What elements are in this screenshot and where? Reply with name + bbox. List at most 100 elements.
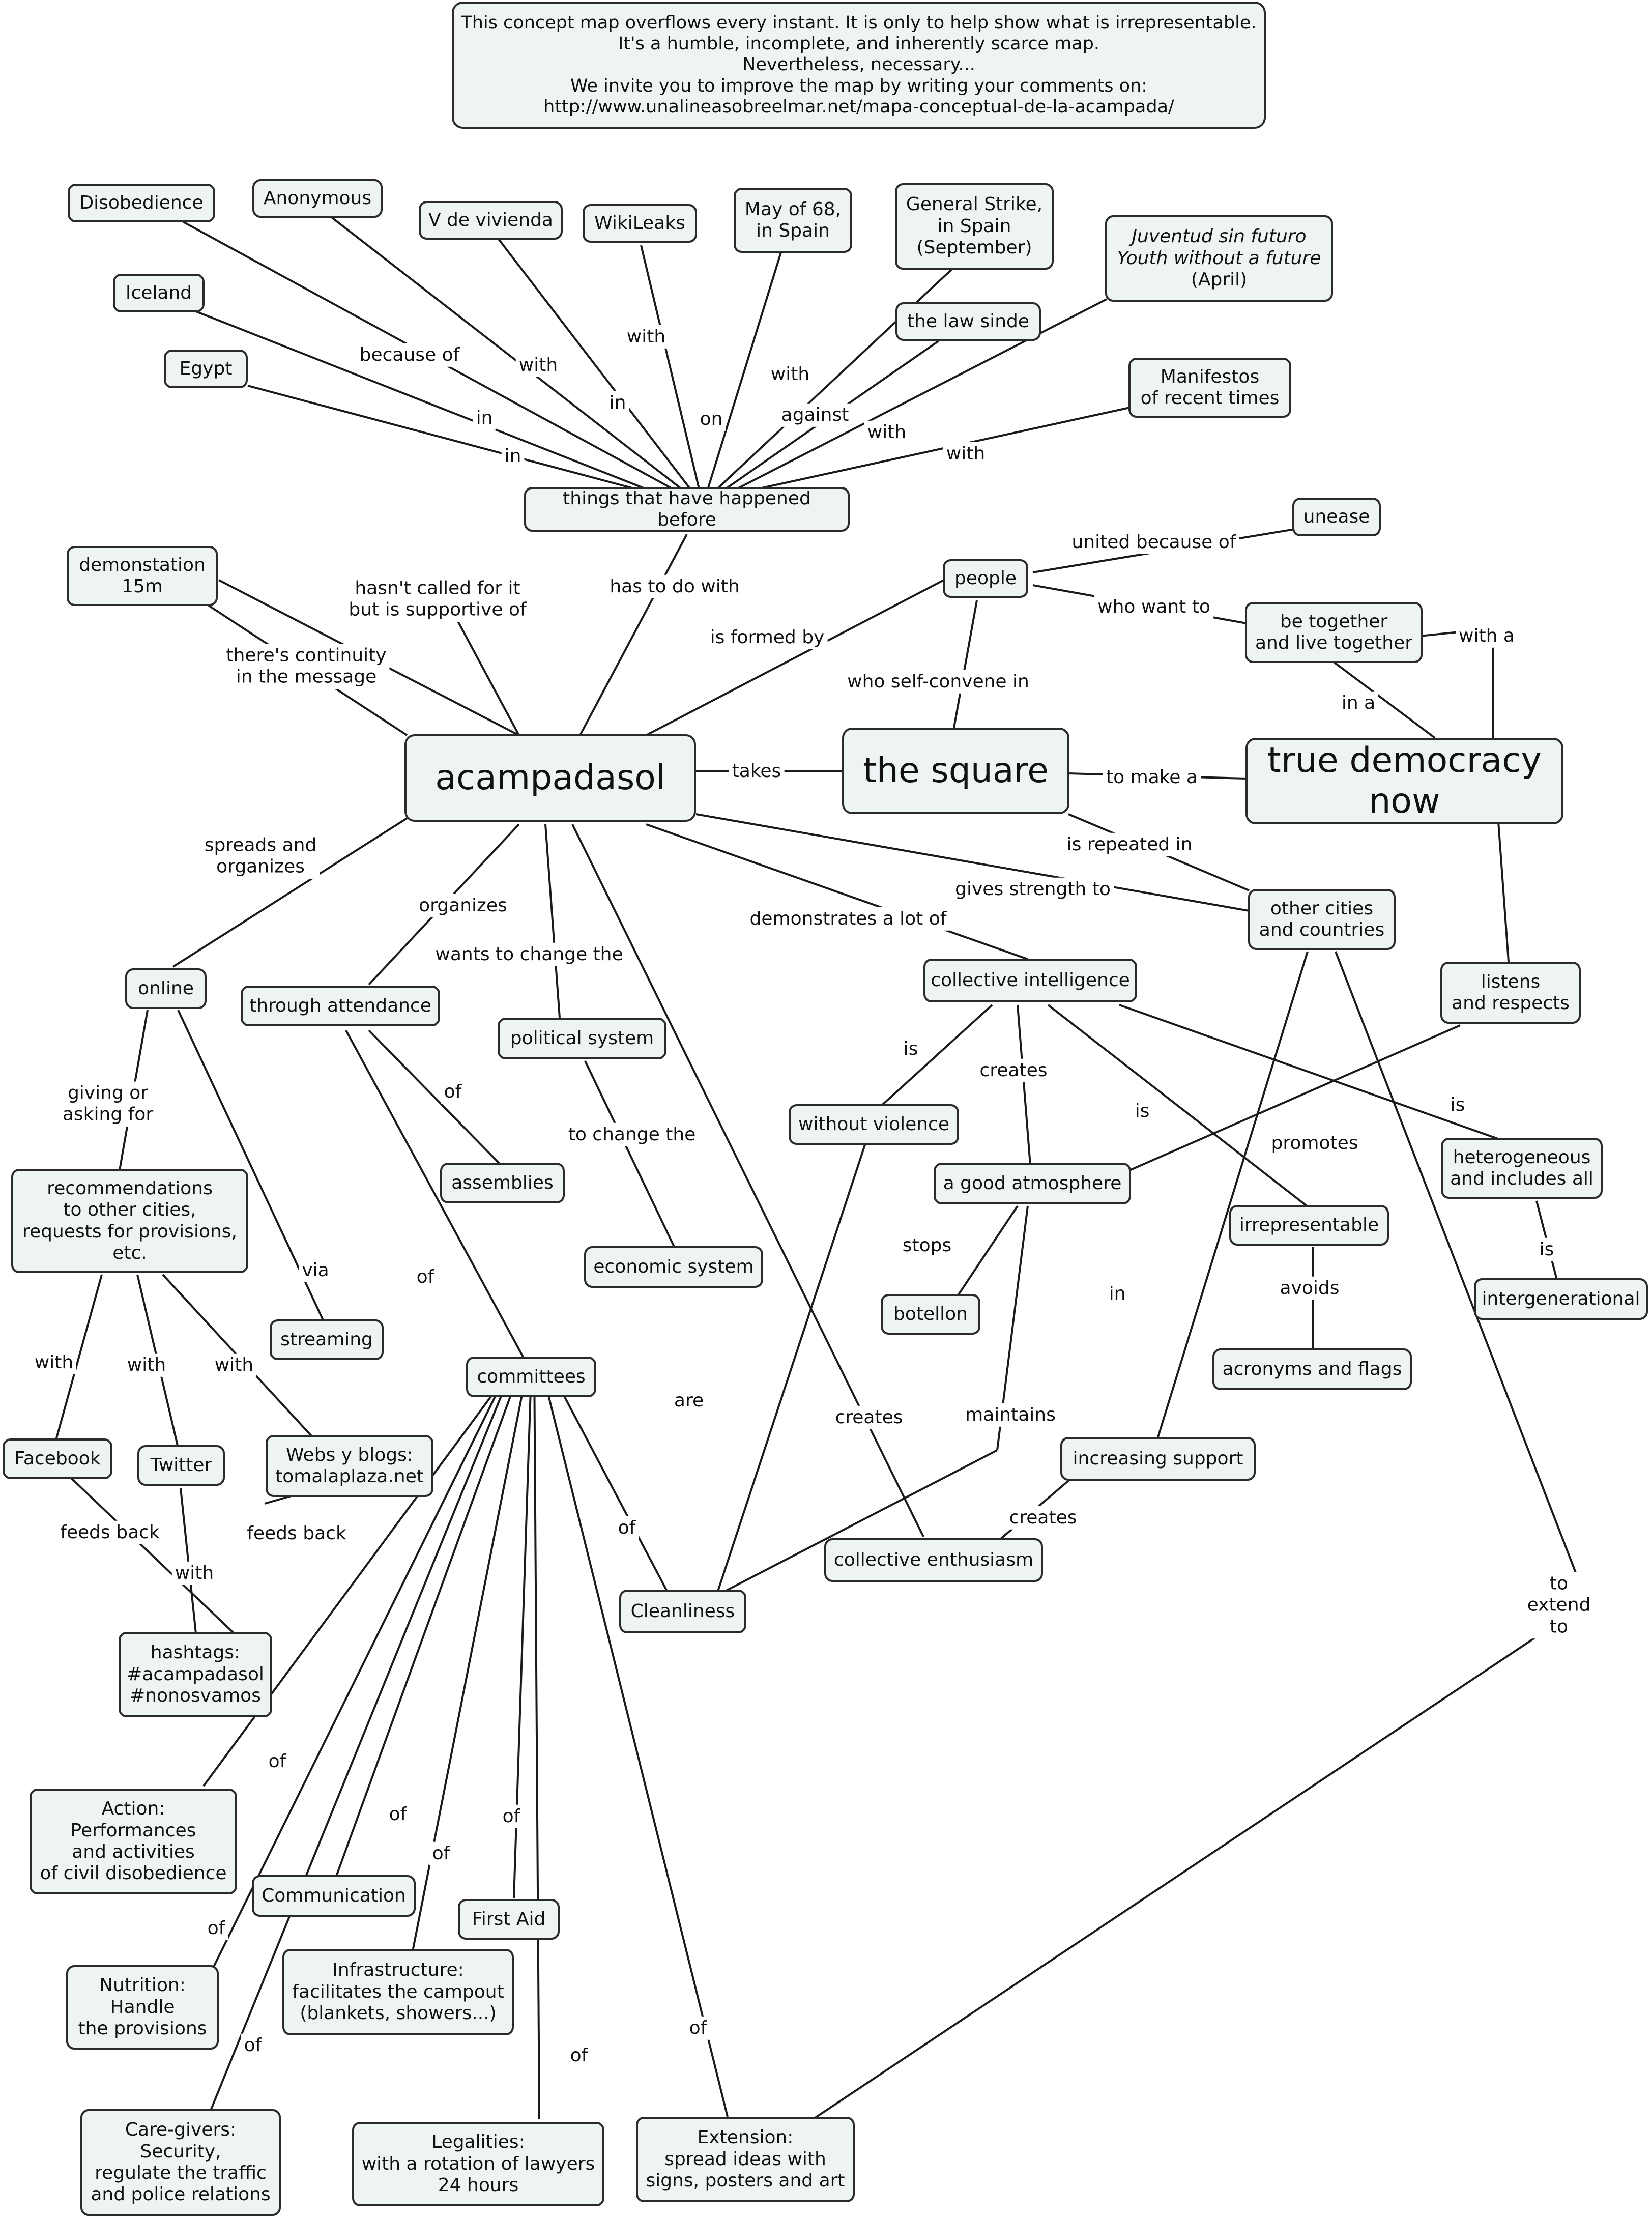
connector — [247, 385, 644, 492]
node-things-before: things that have happened before — [524, 487, 850, 532]
node-facebook: Facebook — [3, 1438, 112, 1479]
link-label: with — [943, 442, 989, 466]
node-be-together: be together and live together — [1245, 602, 1423, 663]
link-label: with — [767, 362, 813, 387]
link-label: avoids — [1277, 1276, 1343, 1301]
connector — [695, 813, 1250, 912]
connector — [1017, 1004, 1031, 1166]
link-label: wants to change the — [432, 942, 626, 967]
connector — [953, 600, 978, 728]
connector — [955, 1205, 1019, 1299]
node-through-attendance: through attendance — [241, 986, 440, 1026]
link-label: feeds back — [244, 1521, 350, 1546]
connector — [1335, 951, 1588, 1603]
connector — [1332, 660, 1436, 739]
node-juventud-line2: Youth without a future — [1117, 247, 1321, 269]
node-may68: May of 68, in Spain — [734, 188, 852, 253]
link-label: who self-convene in — [844, 670, 1032, 694]
link-label: are — [671, 1389, 707, 1413]
node-twitter: Twitter — [137, 1445, 225, 1486]
link-label: spreads and organizes — [201, 833, 320, 879]
node-political-system: political system — [498, 1018, 666, 1059]
node-collective-enthusiasm: collective enthusiasm — [824, 1538, 1043, 1582]
link-label: has to do with — [606, 574, 743, 599]
connector — [712, 1449, 998, 1599]
node-collective-intelligence: collective intelligence — [923, 959, 1137, 1002]
connector — [646, 579, 944, 736]
node-first-aid: First Aid — [458, 1899, 560, 1940]
node-manifestos: Manifestos of recent times — [1128, 358, 1291, 418]
link-label: with a — [1456, 624, 1518, 648]
connector — [747, 406, 1133, 492]
node-anonymous: Anonymous — [252, 179, 383, 218]
node-good-atmosphere: a good atmosphere — [934, 1163, 1131, 1204]
link-label: to extend to — [1512, 1572, 1606, 1639]
node-communication: Communication — [252, 1875, 416, 1917]
connector — [706, 252, 782, 492]
node-care-givers: Care-givers: Security, regulate the traf… — [80, 2109, 281, 2216]
link-label: via — [299, 1258, 332, 1283]
connector — [325, 212, 685, 492]
node-disobedience: Disobedience — [68, 184, 215, 222]
node-online: online — [125, 968, 207, 1009]
link-label: of — [386, 1802, 410, 1827]
connector — [335, 1358, 525, 1878]
node-general-strike: General Strike, in Spain (September) — [895, 183, 1054, 270]
node-people: people — [943, 559, 1028, 598]
link-label: takes — [729, 759, 785, 784]
link-label: against — [778, 403, 852, 427]
connector — [533, 1358, 540, 2120]
node-streaming: streaming — [270, 1319, 384, 1360]
node-botellon: botellon — [881, 1294, 980, 1335]
link-label: maintains — [962, 1403, 1059, 1427]
link-label: with — [124, 1353, 169, 1377]
connector — [55, 1274, 103, 1441]
link-label: demonstrates a lot of — [746, 907, 950, 931]
link-label: creates — [832, 1405, 906, 1430]
node-heterogeneous: heterogeneous and includes all — [1441, 1138, 1603, 1199]
link-label: of — [241, 2033, 265, 2058]
link-label: of — [204, 1916, 228, 1941]
connector — [1497, 821, 1510, 962]
link-label: stops — [899, 1233, 955, 1258]
node-the-square: the square — [842, 728, 1069, 814]
connector — [213, 1358, 515, 1967]
link-label: to make a — [1103, 765, 1201, 790]
node-juventud-line1: Juventud sin futuro — [1132, 226, 1307, 247]
node-hashtags: hashtags: #acampadasol #nonosvamos — [119, 1632, 272, 1717]
node-wikileaks: WikiLeaks — [583, 204, 697, 243]
node-nutrition: Nutrition: Handle the provisions — [66, 1965, 219, 2050]
connector — [345, 1030, 525, 1359]
link-label: with — [31, 1350, 77, 1375]
link-label: who want to — [1094, 595, 1213, 619]
connector — [202, 1358, 520, 1787]
node-egypt: Egypt — [164, 350, 248, 388]
link-label: in — [1106, 1282, 1129, 1306]
link-label: hasn't called for it but is supportive o… — [345, 577, 530, 622]
link-label: is — [900, 1037, 921, 1061]
link-label: of — [413, 1265, 438, 1289]
connector — [732, 298, 1107, 492]
node-action: Action: Performances and activities of c… — [30, 1789, 237, 1894]
link-label: with — [864, 420, 910, 445]
link-label: on — [697, 407, 726, 431]
link-label: there's continuity in the message — [223, 644, 390, 689]
node-cleanliness: Cleanliness — [619, 1590, 746, 1633]
connector — [538, 1358, 729, 2117]
node-legalities: Legalities: with a rotation of lawyers 2… — [352, 2122, 604, 2206]
node-acronyms-flags: acronyms and flags — [1212, 1348, 1412, 1390]
link-label: is formed by — [707, 625, 828, 650]
connector — [210, 1358, 517, 2110]
connector — [1129, 1024, 1461, 1171]
node-increasing-support: increasing support — [1060, 1437, 1256, 1481]
link-label: is repeated in — [1063, 832, 1196, 857]
node-listens-respects: listens and respects — [1440, 962, 1581, 1024]
link-label: creates — [1006, 1506, 1080, 1530]
link-label: gives strength to — [952, 877, 1114, 902]
node-recommendations: recommendations to other cities, request… — [11, 1169, 248, 1273]
node-true-democracy: true democracy now — [1245, 738, 1563, 824]
connector — [195, 310, 652, 492]
link-label: in — [606, 391, 629, 415]
connector — [1119, 1004, 1501, 1141]
